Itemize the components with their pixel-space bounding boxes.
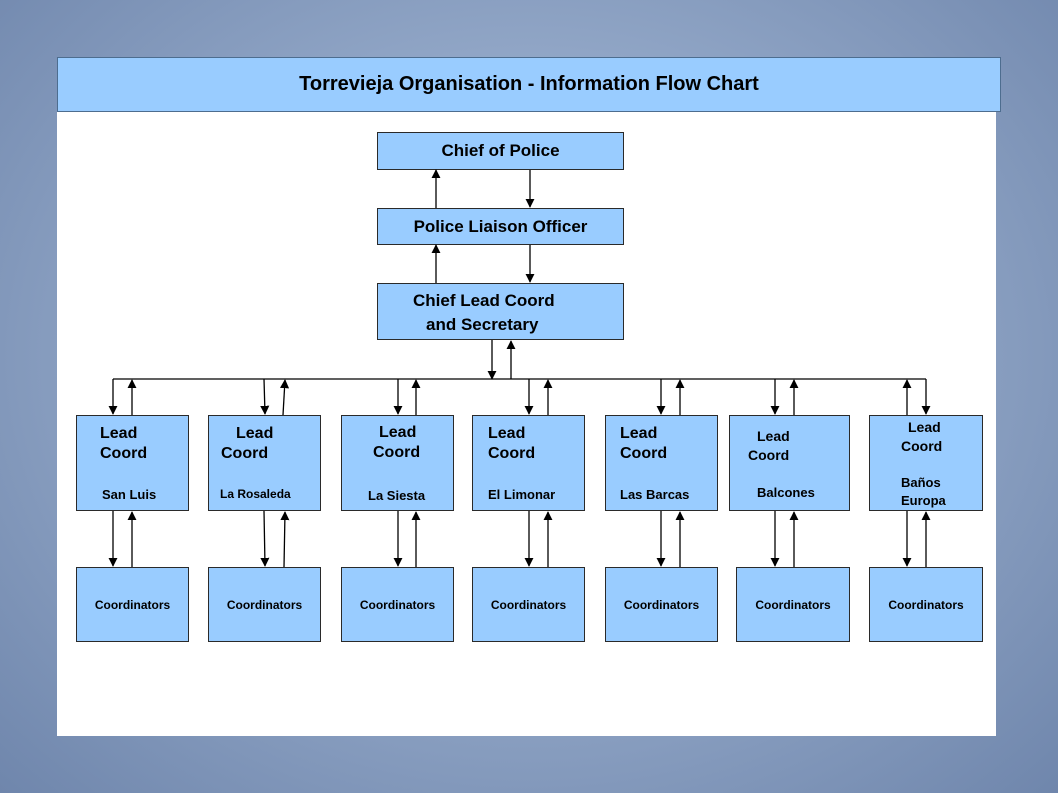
coordinators-box-la-rosaleda: Coordinators bbox=[208, 567, 321, 642]
area-label-line2: Europa bbox=[901, 493, 946, 508]
coord-label: Coord bbox=[221, 445, 269, 462]
area-label: La Rosaleda bbox=[220, 487, 291, 501]
police-liaison-officer-box: Police Liaison Officer bbox=[377, 208, 624, 245]
lead-coord-box-san-luis: Lead Coord San Luis bbox=[76, 415, 189, 511]
lead-coord-box-banos-europa: Lead Coord Baños Europa bbox=[869, 415, 983, 511]
coord-label: Coord bbox=[620, 445, 668, 462]
lead-label: Lead bbox=[488, 425, 526, 442]
coordinators-box-banos-europa: Coordinators bbox=[869, 567, 983, 642]
chief-of-police-box: Chief of Police bbox=[377, 132, 624, 170]
coordinators-box-balcones: Coordinators bbox=[736, 567, 850, 642]
arrow-up-coordinators-la-rosaleda bbox=[280, 511, 290, 568]
coord-label: Coord bbox=[488, 445, 536, 462]
lead-label: Lead bbox=[100, 425, 138, 442]
lead-label: Lead bbox=[908, 419, 941, 435]
area-label: La Siesta bbox=[368, 488, 426, 503]
arrow-down-la-rosaleda-coordinators bbox=[260, 510, 270, 567]
coordinators-box-las-barcas: Coordinators bbox=[605, 567, 718, 642]
lead-coord-box-las-barcas: Lead Coord Las Barcas bbox=[605, 415, 718, 511]
coordinators-box-san-luis: Coordinators bbox=[76, 567, 189, 642]
coord-label: Coord bbox=[748, 447, 790, 463]
lead-coord-box-el-limonar: Lead Coord El Limonar bbox=[472, 415, 585, 511]
lead-coord-box-la-rosaleda: Lead Coord La Rosaleda bbox=[208, 415, 321, 511]
lead-label: Lead bbox=[379, 424, 417, 441]
coord-label: Coord bbox=[901, 438, 943, 454]
arrow-up-la-rosaleda-bus bbox=[279, 379, 290, 416]
lead-label: Lead bbox=[236, 425, 274, 442]
arrow-down-bus-la-rosaleda bbox=[260, 378, 270, 415]
lead-coord-box-la-siesta: Lead Coord La Siesta bbox=[341, 415, 454, 511]
coordinators-box-el-limonar: Coordinators bbox=[472, 567, 585, 642]
area-label: Baños bbox=[901, 475, 941, 490]
chief-lead-coord-box: Chief Lead Coord and Secretary bbox=[377, 283, 624, 340]
coord-label: Coord bbox=[373, 444, 421, 461]
chart-title: Torrevieja Organisation - Information Fl… bbox=[57, 57, 1001, 112]
lead-label: Lead bbox=[757, 428, 790, 444]
coord-label: Coord bbox=[100, 445, 148, 462]
lead-coord-box-balcones: Lead Coord Balcones bbox=[729, 415, 850, 511]
area-label: Las Barcas bbox=[620, 487, 690, 502]
chief-lead-coord-line1: Chief Lead Coord bbox=[413, 291, 555, 310]
area-label: Balcones bbox=[757, 485, 815, 500]
area-label: San Luis bbox=[102, 487, 157, 502]
area-label: El Limonar bbox=[488, 487, 556, 502]
coordinators-box-la-siesta: Coordinators bbox=[341, 567, 454, 642]
lead-label: Lead bbox=[620, 425, 658, 442]
chief-lead-coord-line2: and Secretary bbox=[426, 315, 539, 334]
